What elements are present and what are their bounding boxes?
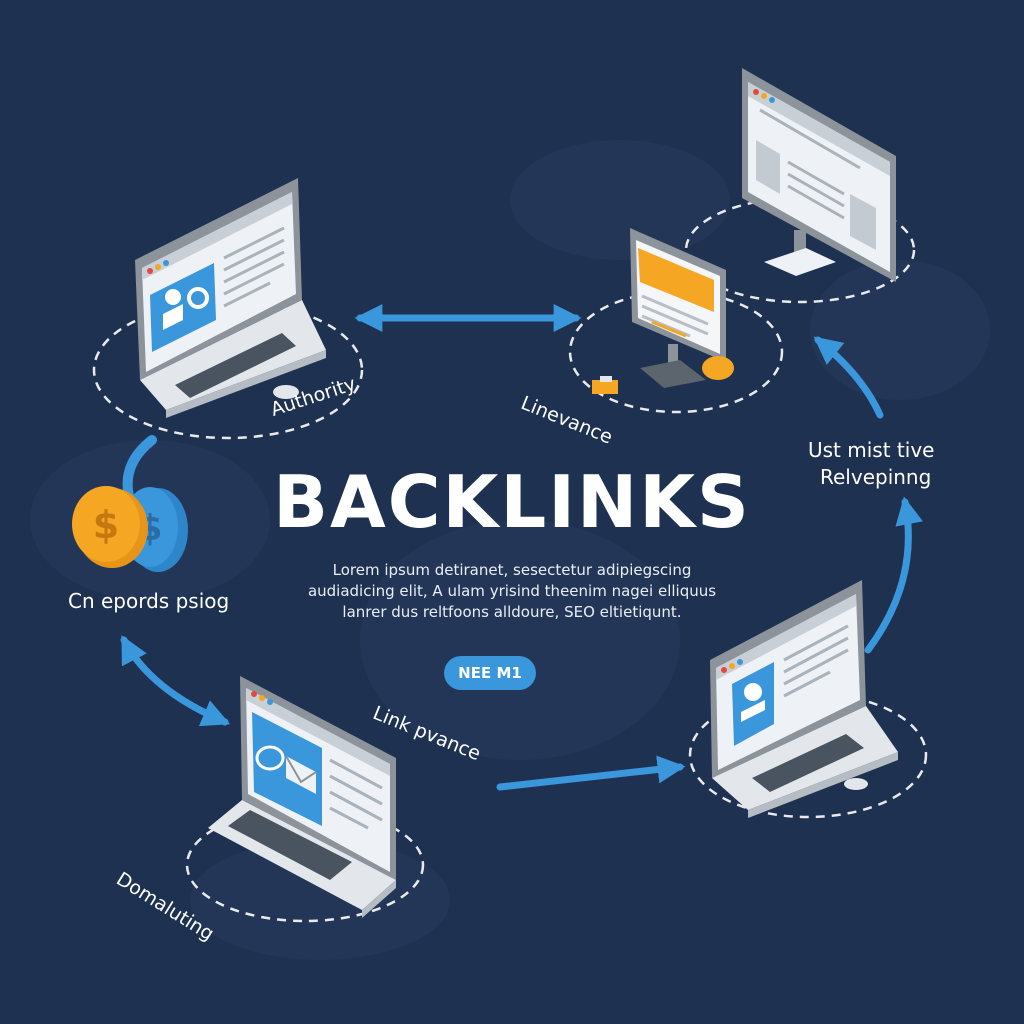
page-title: BACKLINKS	[273, 460, 751, 544]
label-top-right-line1: Ust mist tive	[808, 438, 935, 462]
dollar-coins-icon: $ $	[72, 486, 188, 572]
monitor-center	[592, 228, 734, 394]
chat-mail-icon	[252, 712, 322, 826]
description-line: Lorem ipsum detiranet, sesectetur adipie…	[332, 561, 692, 579]
arrow-bottom	[496, 755, 686, 791]
arrow-right-vertical	[864, 496, 923, 654]
badge-button[interactable]: NEE M1	[444, 656, 536, 690]
arrow-left-down	[120, 635, 231, 727]
description-line: lanrer dus reltfoons alldoure, SEO eltie…	[342, 603, 682, 621]
orbit-center-right	[568, 290, 784, 414]
label-left: Cn epords psiog	[68, 589, 230, 613]
background-texture	[30, 140, 990, 960]
laptop-bottom-left	[208, 676, 396, 918]
label-top-right-line2: Relvepinng	[820, 465, 932, 489]
laptop-bottom-right	[710, 580, 898, 818]
description-line: audiadicing elit, A ulam yrisind theenim…	[307, 582, 717, 600]
arrow-up-right	[813, 336, 884, 419]
svg-text:$: $	[93, 503, 119, 547]
laptop-top-left	[135, 178, 326, 418]
user-gear-icon	[150, 263, 216, 352]
monitor-top-right	[742, 68, 896, 282]
description: Lorem ipsum detiranet, sesectetur adipie…	[262, 560, 762, 623]
user-icon	[732, 662, 774, 746]
